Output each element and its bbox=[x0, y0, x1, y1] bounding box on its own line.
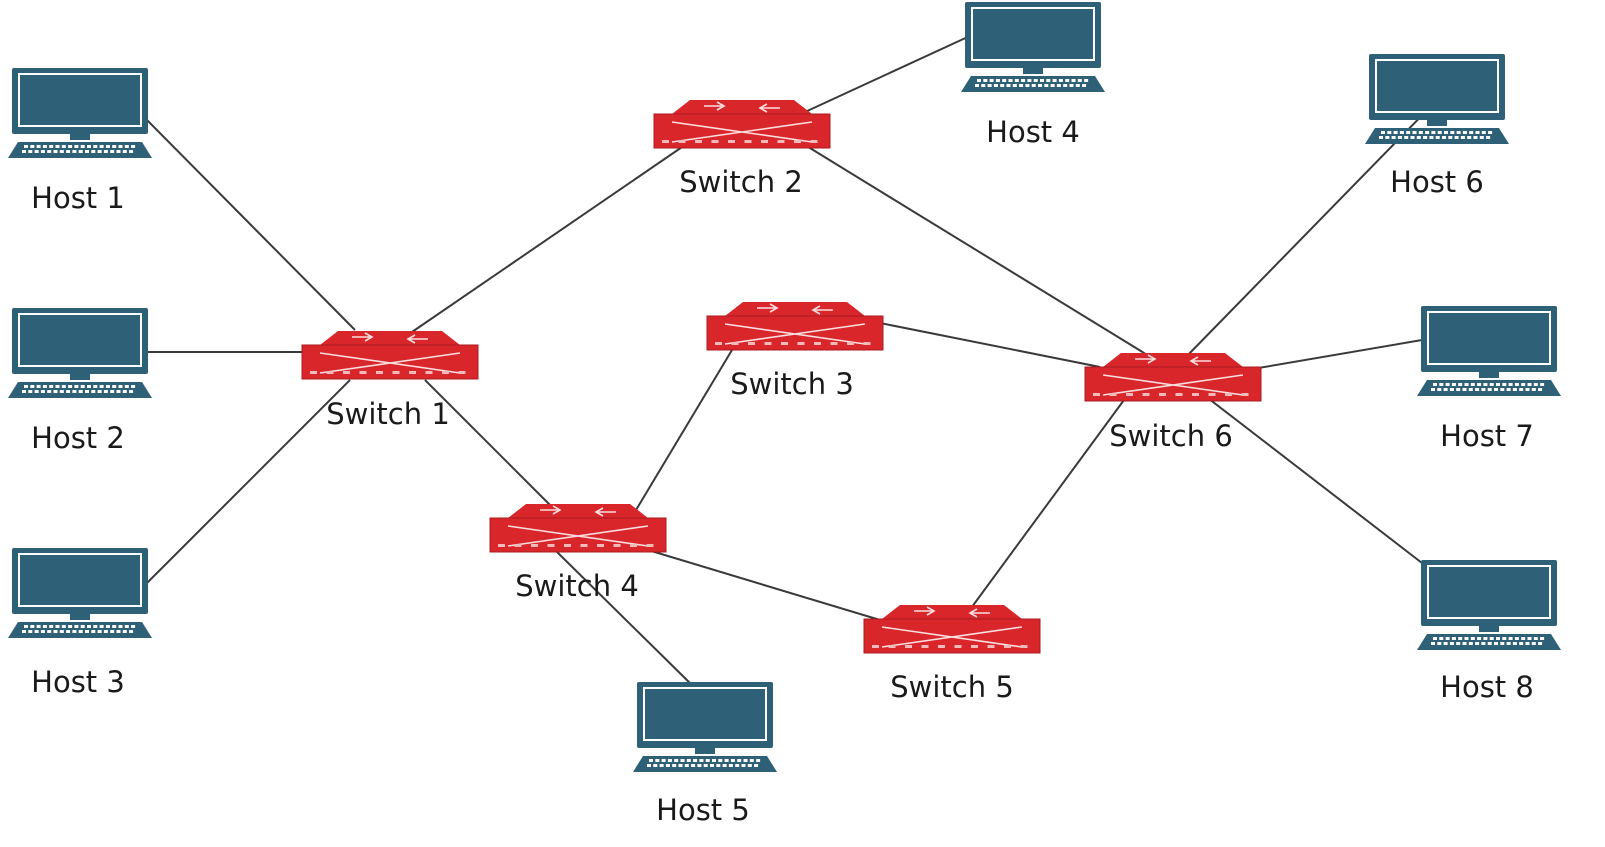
network-switch-icon bbox=[1084, 353, 1262, 402]
desktop-computer-icon bbox=[1417, 560, 1561, 650]
host6-node: Host 6 bbox=[1365, 54, 1509, 199]
network-switch-icon bbox=[863, 605, 1041, 654]
network-switch-icon bbox=[489, 504, 667, 553]
link-switch3-switch6 bbox=[879, 322, 1101, 368]
host1-label: Host 1 bbox=[31, 181, 125, 215]
host7-node: Host 7 bbox=[1417, 306, 1561, 453]
desktop-computer-icon bbox=[8, 308, 152, 398]
host3-node: Host 3 bbox=[8, 548, 152, 699]
host4-node: Host 4 bbox=[961, 2, 1105, 149]
host2-label: Host 2 bbox=[31, 421, 125, 455]
network-switch-icon bbox=[301, 331, 479, 380]
link-host1-switch1 bbox=[144, 117, 356, 331]
link-switch2-switch6 bbox=[804, 144, 1176, 373]
desktop-computer-icon bbox=[1365, 54, 1509, 144]
switch3-node: Switch 3 bbox=[706, 302, 884, 401]
switch1-node: Switch 1 bbox=[301, 331, 479, 431]
link-switch5-switch6 bbox=[954, 384, 1136, 631]
host6-label: Host 6 bbox=[1390, 165, 1484, 199]
desktop-computer-icon bbox=[633, 682, 777, 772]
switch4-label: Switch 4 bbox=[515, 569, 639, 603]
link-host3-switch1 bbox=[144, 379, 351, 586]
host4-label: Host 4 bbox=[986, 115, 1080, 149]
nodes-layer: Host 1 Host 2 Host 3 Host 4 Host 5 Host 6 Host… bbox=[8, 2, 1561, 827]
host1-node: Host 1 bbox=[8, 68, 152, 215]
link-switch6-host8 bbox=[1177, 374, 1423, 564]
switch6-node: Switch 6 bbox=[1084, 353, 1262, 453]
desktop-computer-icon bbox=[961, 2, 1105, 92]
switch6-label: Switch 6 bbox=[1109, 419, 1233, 453]
switch4-node: Switch 4 bbox=[489, 504, 667, 603]
network-switch-icon bbox=[706, 302, 884, 351]
host5-label: Host 5 bbox=[656, 793, 750, 827]
link-switch6-host7 bbox=[1234, 339, 1423, 373]
host2-node: Host 2 bbox=[8, 308, 152, 455]
network-switch-icon bbox=[653, 100, 831, 149]
switch2-label: Switch 2 bbox=[679, 165, 803, 199]
link-switch4-switch5 bbox=[647, 549, 881, 621]
host5-node: Host 5 bbox=[633, 682, 777, 827]
switch1-label: Switch 1 bbox=[326, 397, 450, 431]
desktop-computer-icon bbox=[8, 548, 152, 638]
switch5-node: Switch 5 bbox=[863, 605, 1041, 704]
link-switch4-host5 bbox=[554, 549, 696, 689]
link-switch1-switch4 bbox=[424, 379, 551, 506]
host8-label: Host 8 bbox=[1440, 670, 1534, 704]
desktop-computer-icon bbox=[1417, 306, 1561, 396]
switch3-label: Switch 3 bbox=[730, 367, 854, 401]
switch2-node: Switch 2 bbox=[653, 100, 831, 199]
host8-node: Host 8 bbox=[1417, 560, 1561, 704]
link-switch2-host4 bbox=[804, 34, 973, 113]
host7-label: Host 7 bbox=[1440, 419, 1534, 453]
host3-label: Host 3 bbox=[31, 665, 125, 699]
link-switch3-switch4 bbox=[629, 349, 733, 521]
desktop-computer-icon bbox=[8, 68, 152, 158]
switch5-label: Switch 5 bbox=[890, 670, 1014, 704]
link-switch1-switch2 bbox=[411, 144, 686, 333]
